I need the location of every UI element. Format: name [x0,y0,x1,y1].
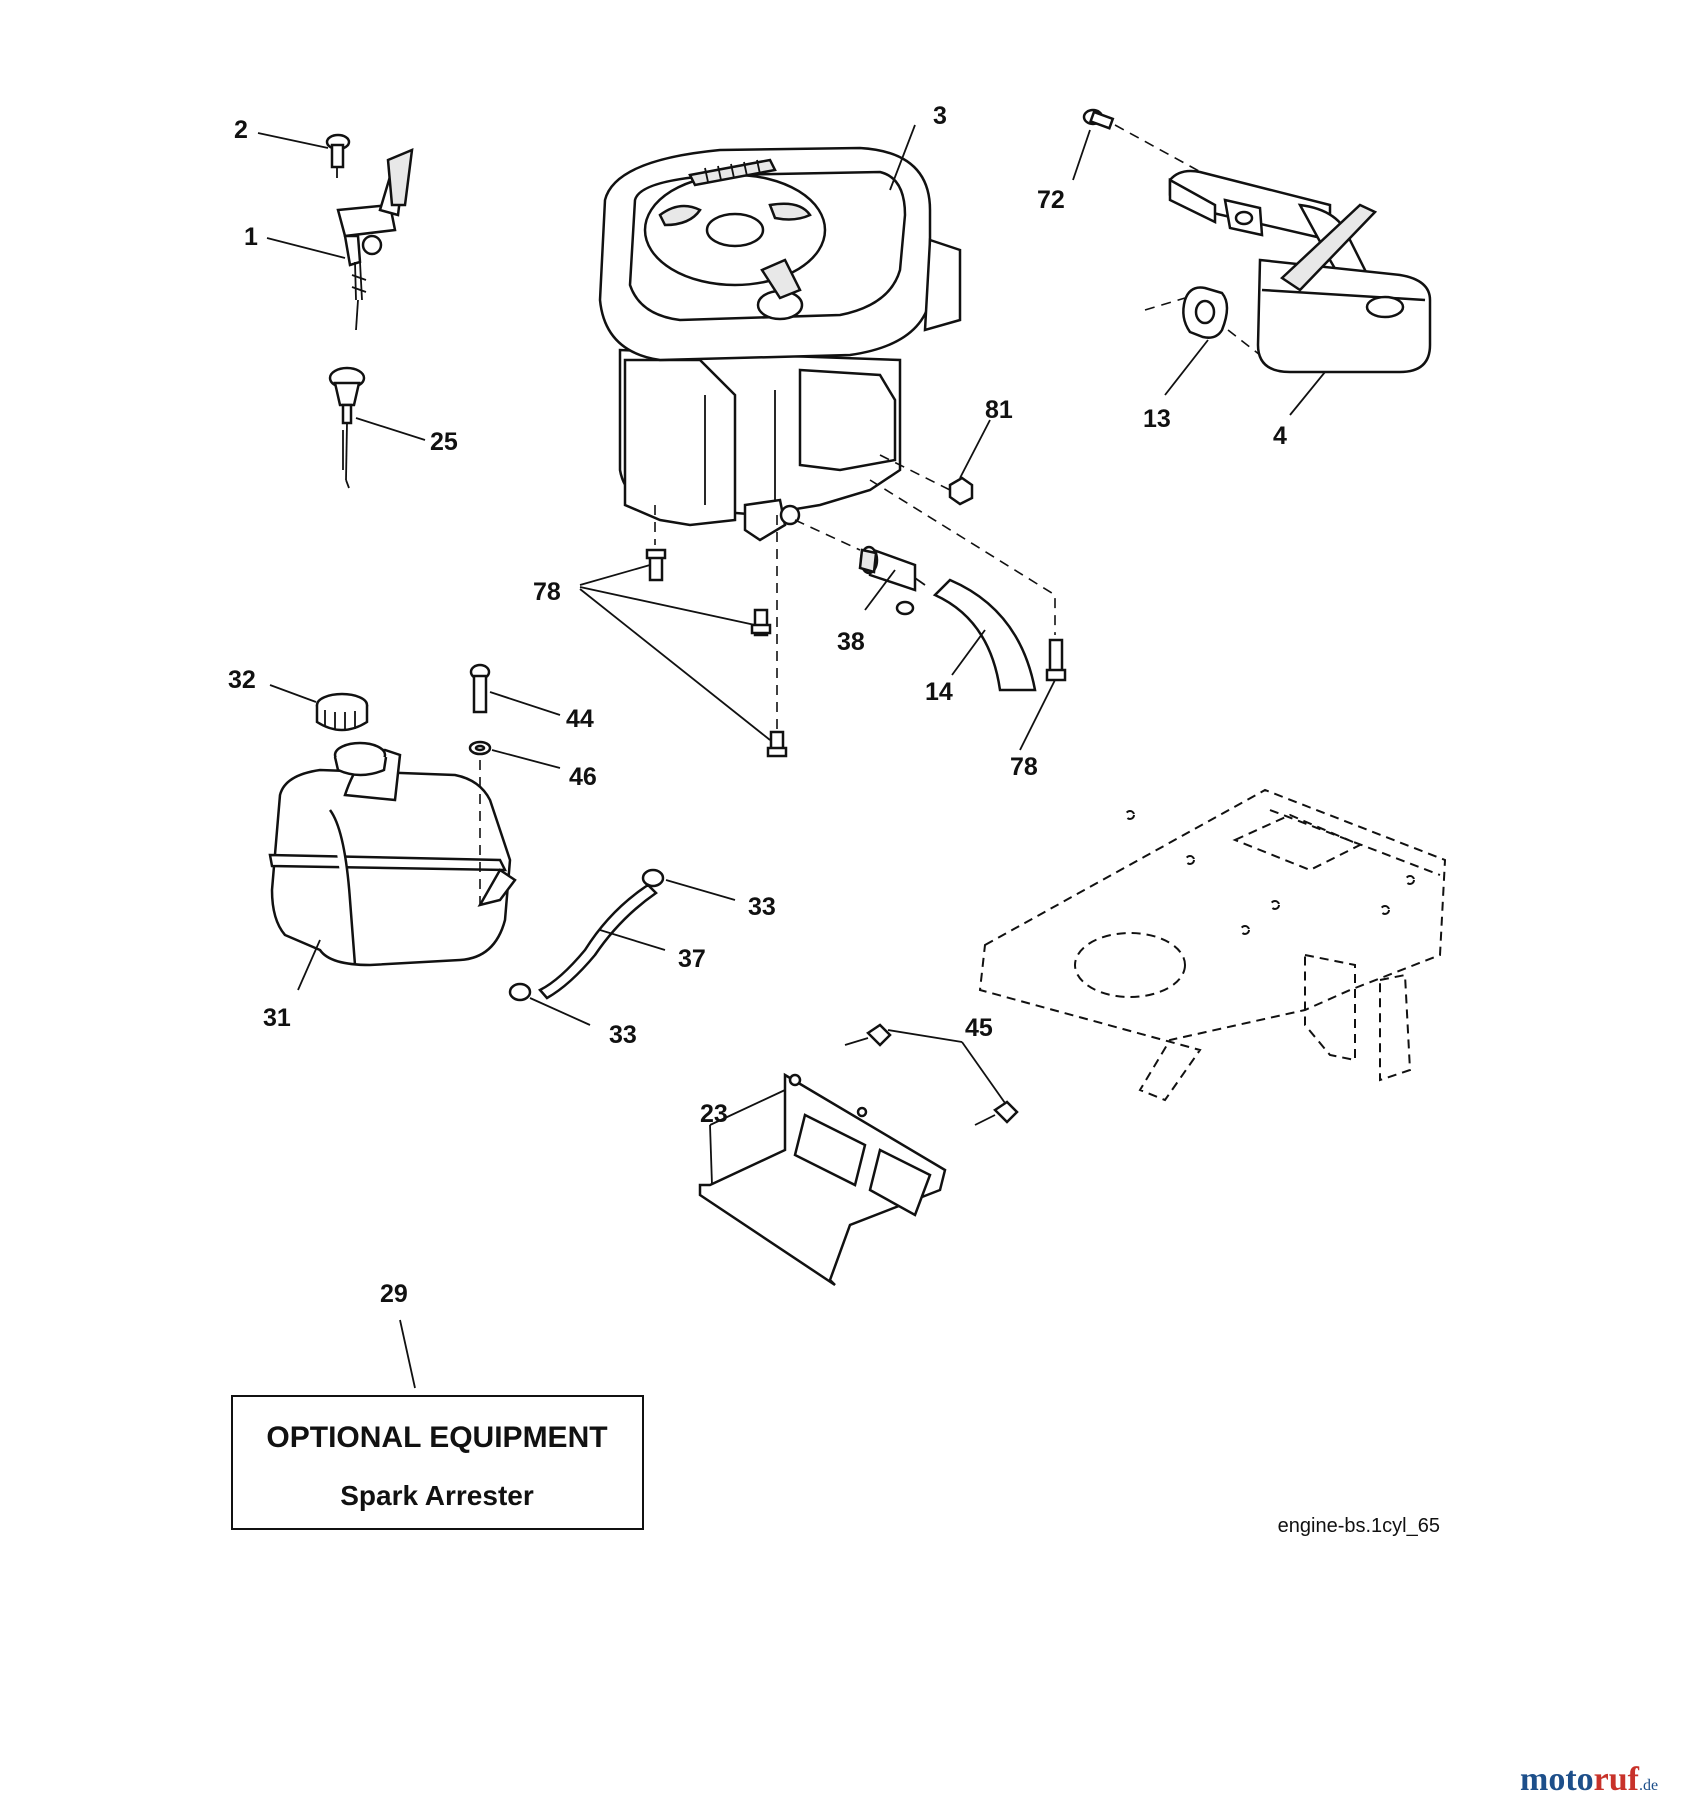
callout-31: 31 [263,1004,291,1032]
callout-33-upper: 33 [748,893,776,921]
callout-3: 3 [933,102,947,130]
washer-46-part[interactable] [468,740,492,756]
dash-81 [879,454,951,491]
frame-outline [978,788,1447,1102]
shield-23-part[interactable] [698,1072,947,1287]
callout-23: 23 [700,1100,728,1128]
callout-33-lower: 33 [609,1021,637,1049]
fuel-hose-part[interactable] [932,578,1037,692]
leader-lines [257,129,1326,1389]
callout-38: 38 [837,628,865,656]
callout-labels: 2 1 25 3 72 13 4 81 78 38 14 78 32 44 46… [228,102,1287,1308]
throttle-control-part[interactable] [336,148,414,331]
nut-81-part[interactable] [948,476,974,506]
fuel-line-37-part[interactable] [537,883,658,1000]
clamp-33-upper[interactable] [641,868,665,888]
callout-46: 46 [569,763,597,791]
screw-45-lower[interactable] [974,1100,1019,1126]
callout-2: 2 [234,116,248,144]
leader-3 [889,124,916,191]
screw-44-part[interactable] [469,663,491,714]
clamp-33-lower[interactable] [508,982,532,1002]
bolt-78-c[interactable] [766,730,788,758]
dash-78 [654,479,1056,730]
screw-45-upper[interactable] [844,1023,892,1047]
callout-1: 1 [244,223,258,251]
callout-25: 25 [430,428,458,456]
callout-13: 13 [1143,405,1171,433]
spark-arrester-label: Spark Arrester [340,1480,534,1511]
callout-32: 32 [228,666,256,694]
optional-equipment-title: OPTIONAL EQUIPMENT [266,1421,607,1454]
dash-72 [1114,124,1271,211]
callout-44: 44 [566,705,594,733]
callout-45: 45 [965,1014,993,1042]
callout-4: 4 [1273,422,1287,450]
muffler-part[interactable] [1168,169,1432,374]
bolt-72-part[interactable] [1082,108,1115,130]
fuel-cap-part[interactable] [315,692,369,732]
bolt-78-d[interactable] [1045,638,1067,682]
optional-equipment-box: OPTIONAL EQUIPMENT Spark Arrester [231,1395,644,1530]
dash-13 [1144,297,1261,356]
callout-78-right: 78 [1010,753,1038,781]
callout-78-left: 78 [533,578,561,606]
fuel-filter-part[interactable] [858,545,926,616]
fuel-tank-part[interactable] [268,741,517,967]
bolt-78-a[interactable] [645,548,667,582]
choke-knob-part[interactable] [328,366,366,489]
callout-72: 72 [1037,186,1065,214]
gasket-part[interactable] [1182,286,1229,339]
engine-part[interactable] [598,146,962,542]
bolt-78-b[interactable] [750,608,772,637]
callout-14: 14 [925,678,953,706]
screw-part[interactable] [325,133,351,178]
diagram-code: engine-bs.1cyl_65 [1278,1515,1440,1537]
watermark-logo: motoruf.de [1520,1761,1658,1798]
callout-37: 37 [678,945,706,973]
callout-81: 81 [985,396,1013,424]
dash-38 [794,519,861,551]
svg-text:motoruf.de: motoruf.de [1520,1761,1658,1798]
callout-29: 29 [380,1280,408,1308]
